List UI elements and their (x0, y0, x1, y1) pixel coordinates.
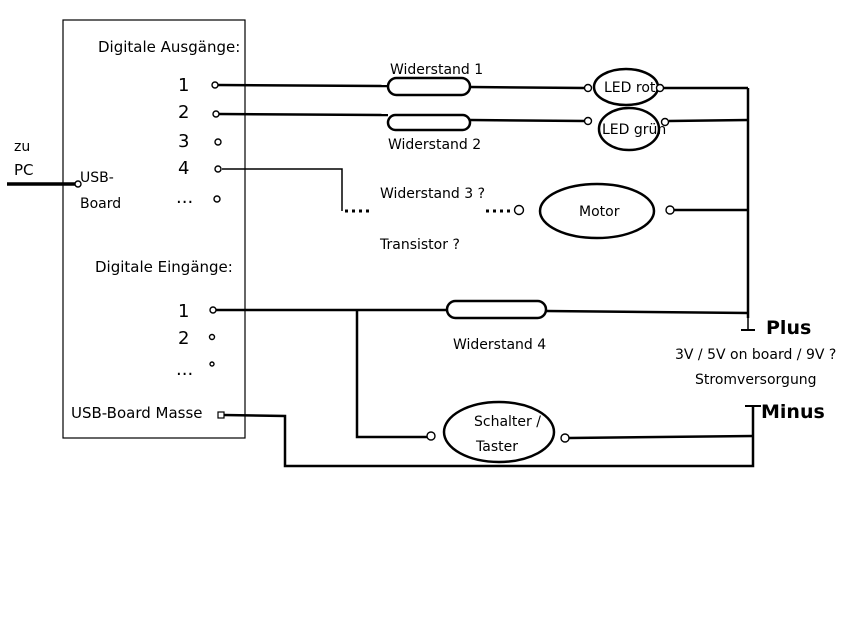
wire-out1 (217, 83, 389, 88)
motor (538, 182, 656, 240)
out-pin-4-label: 4 (178, 158, 189, 179)
wire-in1-switch (355, 310, 428, 439)
plus-label: Plus (766, 317, 811, 339)
resistor-4 (445, 299, 548, 320)
led-green-pin (583, 116, 593, 126)
usb-board-box (62, 19, 246, 439)
wire-out4 (222, 168, 343, 211)
in-pin-1-label: 1 (178, 301, 189, 322)
switch (442, 400, 556, 464)
led-green (597, 106, 661, 152)
usb-label-1: USB- (80, 170, 114, 186)
out-pin-more-label: ... (176, 187, 193, 208)
usb-port (74, 180, 82, 188)
in-pin-more-label: ... (176, 359, 193, 380)
wire-led-green-rail (668, 118, 749, 123)
resistor-2-label: Widerstand 2 (388, 137, 481, 153)
out-pin-1 (211, 81, 219, 89)
switch-label-2: Taster (475, 439, 518, 455)
outputs-title: Digitale Ausgänge: (98, 38, 240, 56)
transistor-label: Transistor ? (379, 237, 460, 253)
out-pin-1-label: 1 (178, 75, 189, 96)
wire-ground-minus (223, 406, 755, 468)
pc-label-1: zu (14, 139, 30, 155)
motor-pin-out (665, 205, 675, 215)
out-pin-more (213, 195, 221, 203)
led-red-label: LED rot (604, 80, 656, 96)
inputs-title: Digitale Eingänge: (95, 258, 233, 276)
resistor-4-label: Widerstand 4 (453, 337, 546, 353)
usb-label-2: Board (80, 196, 121, 212)
resistor-3-label: Widerstand 3 ? (380, 186, 485, 202)
out-pin-4 (214, 165, 222, 173)
switch-pin-in (426, 431, 436, 441)
voltage-label: 3V / 5V on board / 9V ? (675, 347, 836, 363)
out-pin-2 (212, 110, 220, 118)
led-red-pin (583, 83, 593, 93)
resistor-2 (386, 113, 472, 132)
led-green-label: LED grün (602, 122, 666, 138)
minus-label: Minus (761, 401, 825, 423)
ground-label: USB-Board Masse (71, 404, 203, 422)
led-red-pin-out (655, 83, 665, 93)
in-pin-2 (208, 333, 216, 341)
out-pin-3 (214, 138, 222, 146)
wire-r4-plus (545, 309, 749, 315)
out-pin-3-label: 3 (178, 131, 189, 152)
in-pin-more (209, 361, 215, 367)
in-pin-2-label: 2 (178, 328, 189, 349)
supply-label: Stromversorgung (695, 372, 817, 388)
motor-pin-in (513, 204, 525, 216)
in-pin-1 (209, 306, 217, 314)
pc-label-2: PC (14, 161, 34, 179)
switch-pin-out (560, 433, 570, 443)
wire-out2 (218, 112, 389, 117)
resistor-1-label: Widerstand 1 (390, 62, 483, 78)
wire-r1-led (469, 85, 586, 90)
wire-switch-minus (568, 434, 754, 440)
motor-label: Motor (579, 204, 620, 220)
ground-pin (217, 411, 225, 419)
wire-r2-led (469, 118, 586, 123)
switch-label-1: Schalter / (474, 414, 541, 430)
resistor-1 (386, 76, 472, 97)
out-pin-2-label: 2 (178, 102, 189, 123)
led-green-pin-out (660, 117, 670, 127)
